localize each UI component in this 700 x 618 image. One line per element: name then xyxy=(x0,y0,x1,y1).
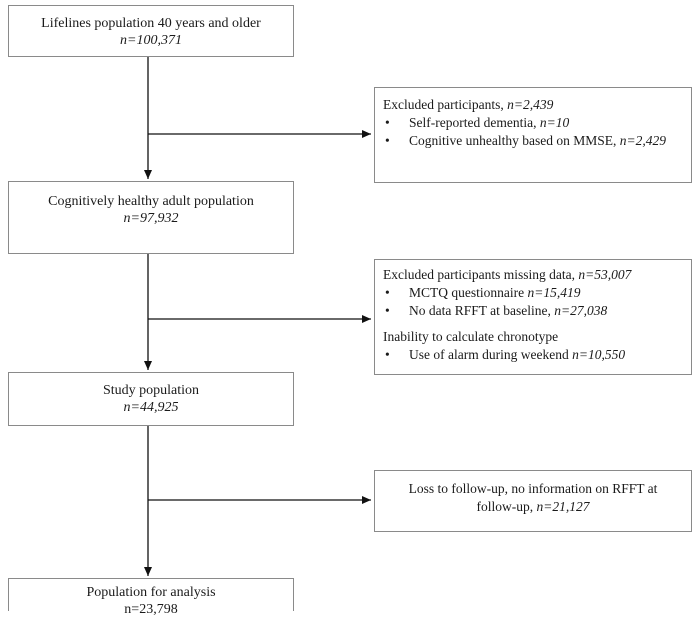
cognitively-healthy-n: n=97,932 xyxy=(123,211,179,226)
study-label: Study population xyxy=(102,383,200,398)
exclusion-2-sublist: Use of alarm during weekend n=10,550 xyxy=(383,346,683,364)
box-population-for-analysis: Population for analysis n=23,798 xyxy=(8,578,294,617)
box-exclusion-2: Excluded participants missing data, n=53… xyxy=(374,259,692,375)
lifelines-label: Lifelines population 40 years and older xyxy=(41,16,261,31)
exclusion-2-item-text: MCTQ questionnaire xyxy=(409,285,528,300)
exclusion-1-item: Self-reported dementia, n=10 xyxy=(383,114,683,132)
exclusion-2-header-n: n=53,007 xyxy=(578,267,632,282)
exclusion-1-header: Excluded participants, n=2,439 xyxy=(383,96,683,114)
lifelines-n: n=100,371 xyxy=(120,33,182,48)
box-cognitively-healthy: Cognitively healthy adult population n=9… xyxy=(8,181,294,254)
exclusion-1-header-text: Excluded participants, xyxy=(383,97,508,112)
cognitively-healthy-label: Cognitively healthy adult population xyxy=(48,194,254,209)
box-study-population: Study population n=44,925 xyxy=(8,372,294,426)
exclusion-2-item-n: n=27,038 xyxy=(554,303,608,318)
exclusion-1-list: Self-reported dementia, n=10 Cognitive u… xyxy=(383,114,683,150)
box-exclusion-3: Loss to follow-up, no information on RFF… xyxy=(374,470,692,532)
exclusion-2-item-text: No data RFFT at baseline, xyxy=(409,303,555,318)
exclusion-1-header-n: n=2,439 xyxy=(507,97,554,112)
exclusion-2-subitem-text: Use of alarm during weekend xyxy=(409,347,573,362)
exclusion-2-item-n: n=15,419 xyxy=(527,285,581,300)
box-exclusion-1: Excluded participants, n=2,439 Self-repo… xyxy=(374,87,692,183)
analysis-n: n=23,798 xyxy=(124,602,178,617)
exclusion-2-item: MCTQ questionnaire n=15,419 xyxy=(383,284,683,302)
exclusion-2-header-text: Excluded participants missing data, xyxy=(383,267,579,282)
exclusion-1-item-text: Cognitive unhealthy based on MMSE, xyxy=(409,133,620,148)
exclusion-2-list: MCTQ questionnaire n=15,419 No data RFFT… xyxy=(383,284,683,320)
exclusion-3-text: Loss to follow-up, no information on RFF… xyxy=(408,481,658,514)
exclusion-1-item-n: n=2,429 xyxy=(619,133,666,148)
exclusion-2-subheader: Inability to calculate chronotype xyxy=(383,329,559,344)
study-n: n=44,925 xyxy=(123,400,179,415)
box-lifelines-population: Lifelines population 40 years and older … xyxy=(8,5,294,57)
exclusion-3-n: n=21,127 xyxy=(536,499,590,514)
exclusion-1-item: Cognitive unhealthy based on MMSE, n=2,4… xyxy=(383,132,683,150)
exclusion-2-subitem-n: n=10,550 xyxy=(572,347,626,362)
exclusion-2-header: Excluded participants missing data, n=53… xyxy=(383,266,683,284)
exclusion-2-subitem: Use of alarm during weekend n=10,550 xyxy=(383,346,683,364)
exclusion-1-item-n: n=10 xyxy=(539,115,570,130)
analysis-label: Population for analysis xyxy=(86,585,216,600)
exclusion-1-item-text: Self-reported dementia, xyxy=(409,115,540,130)
exclusion-2-item: No data RFFT at baseline, n=27,038 xyxy=(383,302,683,320)
